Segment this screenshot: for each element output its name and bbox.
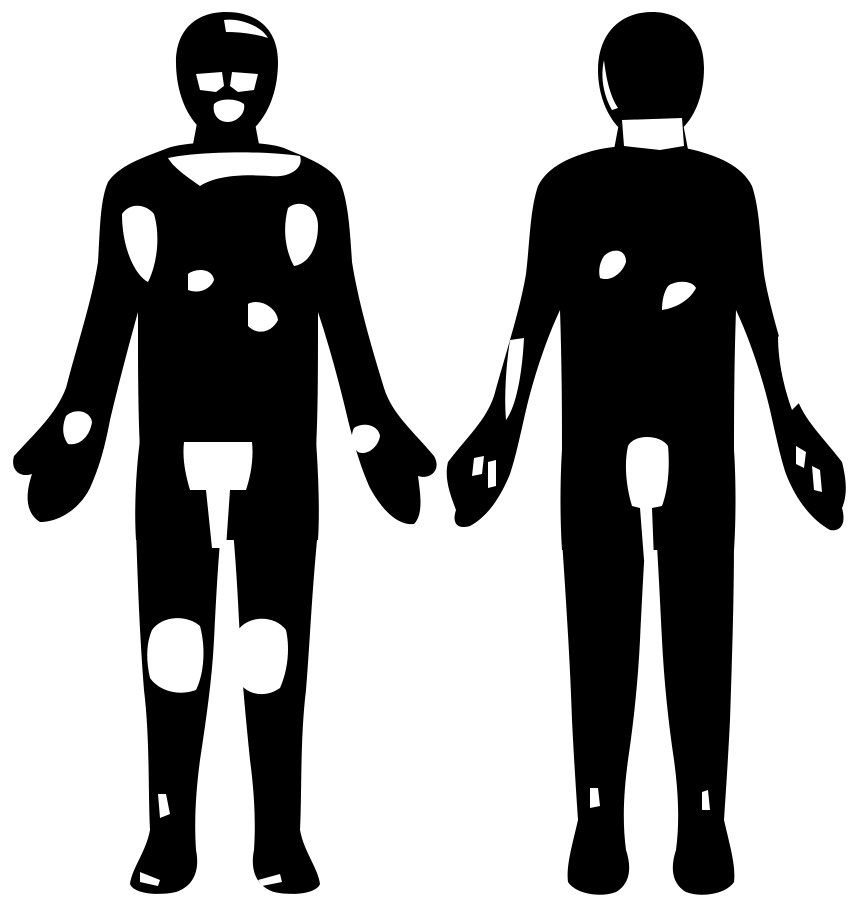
back-left-leg xyxy=(562,530,646,895)
front-right-leg xyxy=(232,520,320,894)
front-knee-right xyxy=(235,619,288,694)
back-view-figure xyxy=(447,12,846,895)
back-neck-shine xyxy=(622,118,684,150)
back-right-leg xyxy=(656,530,734,895)
front-knee-left xyxy=(147,618,203,693)
front-view-figure xyxy=(13,12,436,894)
front-eye-left xyxy=(196,72,224,92)
front-ankle-right xyxy=(244,796,254,818)
front-left-leg xyxy=(130,520,222,894)
front-eye-right xyxy=(230,72,258,92)
